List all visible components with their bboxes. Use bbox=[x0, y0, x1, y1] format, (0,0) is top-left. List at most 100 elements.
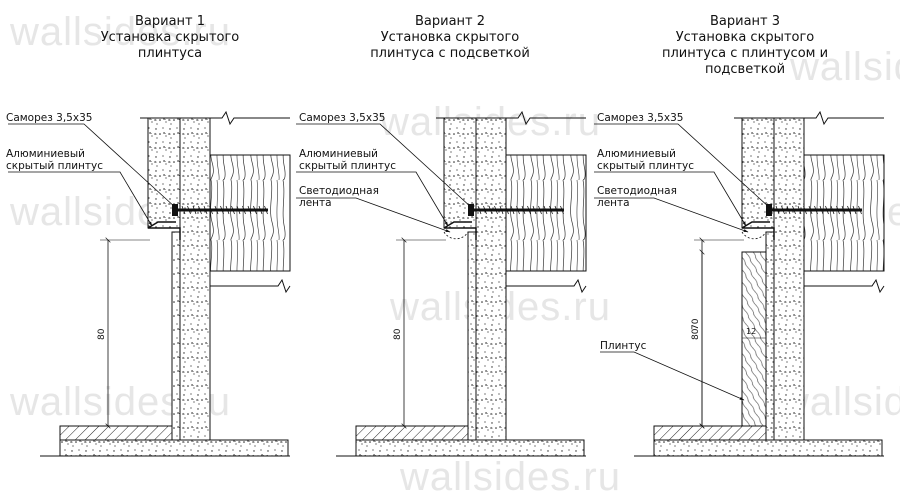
title-line: Установка скрытого bbox=[675, 30, 815, 45]
variant-1-drawing: 80 bbox=[8, 110, 291, 457]
screw-thread bbox=[247, 205, 252, 215]
screw-thread bbox=[510, 205, 515, 215]
profile-label-line: скрытый плинтус bbox=[597, 160, 695, 172]
floor-finish bbox=[653, 425, 767, 441]
screw-thread bbox=[181, 205, 186, 215]
screw-thread bbox=[836, 205, 840, 215]
plaster-wall bbox=[475, 117, 507, 447]
variant-1-title: Вариант 1 Установка скрытого плинтуса bbox=[80, 14, 260, 62]
title-line: Установка скрытого bbox=[100, 30, 240, 45]
dimension-value: 70 bbox=[691, 318, 701, 330]
screw-thread bbox=[532, 205, 537, 215]
screw-thread bbox=[220, 205, 224, 215]
profile-label-line: Алюминиевый bbox=[597, 148, 676, 160]
screw-thread bbox=[203, 205, 208, 215]
screw-thread bbox=[549, 205, 553, 215]
profile-label: Алюминиевый скрытый плинтус bbox=[597, 148, 694, 172]
watermark: wallsides.ru bbox=[10, 10, 231, 54]
led-label-line: лента bbox=[597, 197, 630, 209]
title-line: плинтуса с плинтусом и bbox=[661, 46, 829, 61]
led-leader bbox=[594, 197, 749, 233]
screw-thread bbox=[792, 205, 796, 215]
led-glow bbox=[443, 231, 469, 240]
screw-thread bbox=[554, 205, 559, 215]
screw-thread bbox=[214, 205, 219, 215]
profile-label-line: Алюминиевый bbox=[299, 148, 378, 160]
title-line: Установка скрытого bbox=[380, 30, 520, 45]
screw-thread bbox=[258, 205, 263, 215]
break-line bbox=[506, 278, 587, 294]
dimension-value: 80 bbox=[393, 328, 403, 340]
screw-thread bbox=[521, 205, 526, 215]
drywall-layer bbox=[171, 231, 181, 447]
title-line: Вариант 1 bbox=[134, 14, 206, 29]
plinth-leader bbox=[600, 351, 745, 401]
title-line: плинтуса с подсветкой bbox=[370, 46, 530, 61]
watermark: wallsides.ru bbox=[400, 455, 621, 499]
led-leader bbox=[296, 197, 451, 233]
plinth-board bbox=[741, 251, 767, 427]
screw-thread bbox=[198, 205, 202, 215]
watermark: wallsides.ru bbox=[790, 45, 900, 89]
floor-finish bbox=[59, 425, 173, 441]
screw-thread bbox=[786, 205, 791, 215]
title-line: плинтуса bbox=[137, 46, 203, 61]
wood-block bbox=[803, 154, 885, 272]
wood-block bbox=[209, 154, 291, 272]
screw-label: Саморез 3,5х35 bbox=[299, 112, 386, 124]
led-label-line: Светодиодная bbox=[597, 185, 677, 197]
profile-label: Алюминиевый скрытый плинтус bbox=[299, 148, 396, 172]
screw-thread bbox=[192, 205, 197, 215]
screw-thread bbox=[560, 205, 564, 215]
screw-thread bbox=[231, 205, 235, 215]
screw-thread bbox=[527, 205, 531, 215]
screw-thread bbox=[264, 205, 268, 215]
profile-leader bbox=[296, 171, 449, 227]
screw-thread bbox=[814, 205, 818, 215]
break-line bbox=[140, 110, 290, 126]
plaster-wall bbox=[773, 117, 805, 447]
title-line: Вариант 2 bbox=[414, 14, 486, 29]
screw-head bbox=[766, 204, 772, 216]
screw-thread bbox=[830, 205, 835, 215]
plaster-wall bbox=[179, 117, 211, 447]
screw-thread bbox=[841, 205, 846, 215]
screw-thread bbox=[516, 205, 520, 215]
break-line bbox=[436, 110, 586, 126]
floor-slab bbox=[59, 439, 289, 457]
floor-finish bbox=[355, 425, 469, 441]
screw-thread bbox=[543, 205, 548, 215]
screw-thread bbox=[488, 205, 493, 215]
profile-label-line: Алюминиевый bbox=[6, 148, 85, 160]
screw-leader bbox=[8, 123, 177, 209]
led-label: Светодиодная лента bbox=[299, 185, 379, 209]
dimension-value: 80 bbox=[691, 328, 701, 340]
screw-thread bbox=[236, 205, 241, 215]
screw-thread bbox=[225, 205, 230, 215]
screw-head bbox=[468, 204, 474, 216]
screw-thread bbox=[803, 205, 807, 215]
screw-thread bbox=[847, 205, 851, 215]
screw-label: Саморез 3,5х35 bbox=[597, 112, 684, 124]
screw-head bbox=[172, 204, 178, 216]
wood-block bbox=[505, 154, 587, 272]
led-label-line: лента bbox=[299, 197, 332, 209]
title-line: подсветкой bbox=[704, 62, 786, 77]
dimension-value: 80 bbox=[97, 328, 107, 340]
led-label: Светодиодная лента bbox=[597, 185, 677, 209]
screw-thread bbox=[825, 205, 829, 215]
led-label-line: Светодиодная bbox=[299, 185, 379, 197]
screw-thread bbox=[499, 205, 504, 215]
screw-thread bbox=[253, 205, 257, 215]
floor-slab bbox=[653, 439, 883, 457]
screw-thread bbox=[505, 205, 509, 215]
screw-thread bbox=[808, 205, 813, 215]
screw-thread bbox=[858, 205, 862, 215]
screw-thread bbox=[819, 205, 824, 215]
drywall-layer bbox=[467, 231, 477, 447]
screw-thread bbox=[187, 205, 191, 215]
profile-label-line: скрытый плинтус bbox=[6, 160, 104, 172]
variant-3-title: Вариант 3 Установка скрытого плинтуса с … bbox=[640, 14, 850, 78]
drywall-layer bbox=[765, 231, 775, 447]
profile-label-line: скрытый плинтус bbox=[299, 160, 397, 172]
